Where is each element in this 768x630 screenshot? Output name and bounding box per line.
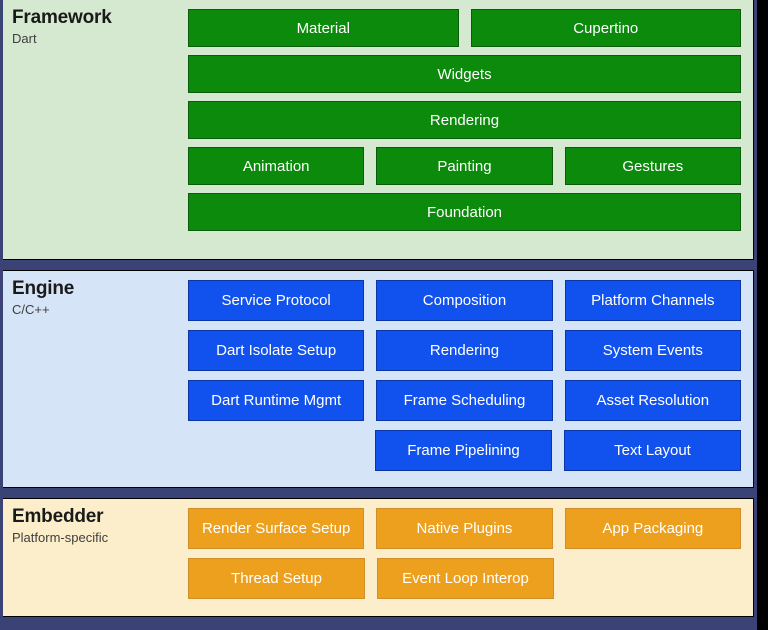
engine-row-4: Frame Pipelining Text Layout [188, 430, 741, 471]
embedder-row-2: Thread Setup Event Loop Interop [188, 558, 741, 599]
box-gestures[interactable]: Gestures [564, 147, 741, 185]
box-widgets[interactable]: Widgets [188, 55, 741, 93]
layer-embedder-title: Embedder [12, 506, 104, 527]
framework-row-1: Material Cupertino [188, 9, 741, 47]
box-cupertino[interactable]: Cupertino [470, 9, 741, 47]
engine-row-2: Dart Isolate Setup Rendering System Even… [188, 330, 741, 371]
box-composition[interactable]: Composition [376, 280, 553, 321]
box-native-plugins[interactable]: Native Plugins [376, 508, 553, 549]
engine-row-1: Service Protocol Composition Platform Ch… [188, 280, 741, 321]
box-rendering-framework[interactable]: Rendering [188, 101, 741, 139]
box-animation[interactable]: Animation [188, 147, 365, 185]
box-material[interactable]: Material [188, 9, 459, 47]
embedder-row-2-spacer [566, 558, 741, 599]
box-platform-channels[interactable]: Platform Channels [564, 280, 741, 321]
layer-embedder-heading: Embedder Platform-specific [3, 499, 188, 616]
layer-framework-subtitle: Dart [12, 31, 37, 46]
box-frame-scheduling[interactable]: Frame Scheduling [376, 380, 553, 421]
box-dart-runtime-mgmt[interactable]: Dart Runtime Mgmt [188, 380, 365, 421]
box-rendering-engine[interactable]: Rendering [376, 330, 553, 371]
box-service-protocol[interactable]: Service Protocol [188, 280, 365, 321]
layer-framework: Framework Dart Material Cupertino Widget… [3, 0, 754, 260]
engine-row-4-spacer [188, 430, 363, 471]
framework-row-5: Foundation [188, 193, 741, 231]
box-dart-isolate-setup[interactable]: Dart Isolate Setup [188, 330, 365, 371]
layer-engine-body: Service Protocol Composition Platform Ch… [188, 271, 753, 487]
layer-embedder: Embedder Platform-specific Render Surfac… [3, 498, 754, 617]
framework-row-2: Widgets [188, 55, 741, 93]
box-app-packaging[interactable]: App Packaging [564, 508, 741, 549]
layer-framework-title: Framework [12, 7, 112, 28]
layer-framework-body: Material Cupertino Widgets Rendering Ani… [188, 0, 753, 259]
layer-framework-heading: Framework Dart [3, 0, 188, 259]
layer-engine-subtitle: C/C++ [12, 302, 50, 317]
box-text-layout[interactable]: Text Layout [564, 430, 741, 471]
box-frame-pipelining[interactable]: Frame Pipelining [375, 430, 552, 471]
box-render-surface-setup[interactable]: Render Surface Setup [188, 508, 365, 549]
embedder-row-1: Render Surface Setup Native Plugins App … [188, 508, 741, 549]
box-asset-resolution[interactable]: Asset Resolution [564, 380, 741, 421]
layer-embedder-subtitle: Platform-specific [12, 530, 109, 545]
layer-embedder-body: Render Surface Setup Native Plugins App … [188, 499, 753, 616]
box-event-loop-interop[interactable]: Event Loop Interop [377, 558, 554, 599]
layer-engine-title: Engine [12, 278, 75, 299]
framework-row-3: Rendering [188, 101, 741, 139]
box-painting[interactable]: Painting [376, 147, 553, 185]
box-system-events[interactable]: System Events [564, 330, 741, 371]
framework-row-4: Animation Painting Gestures [188, 147, 741, 185]
layer-engine-heading: Engine C/C++ [3, 271, 188, 487]
box-foundation[interactable]: Foundation [188, 193, 741, 231]
engine-row-3: Dart Runtime Mgmt Frame Scheduling Asset… [188, 380, 741, 421]
layer-engine: Engine C/C++ Service Protocol Compositio… [3, 270, 754, 488]
box-thread-setup[interactable]: Thread Setup [188, 558, 365, 599]
